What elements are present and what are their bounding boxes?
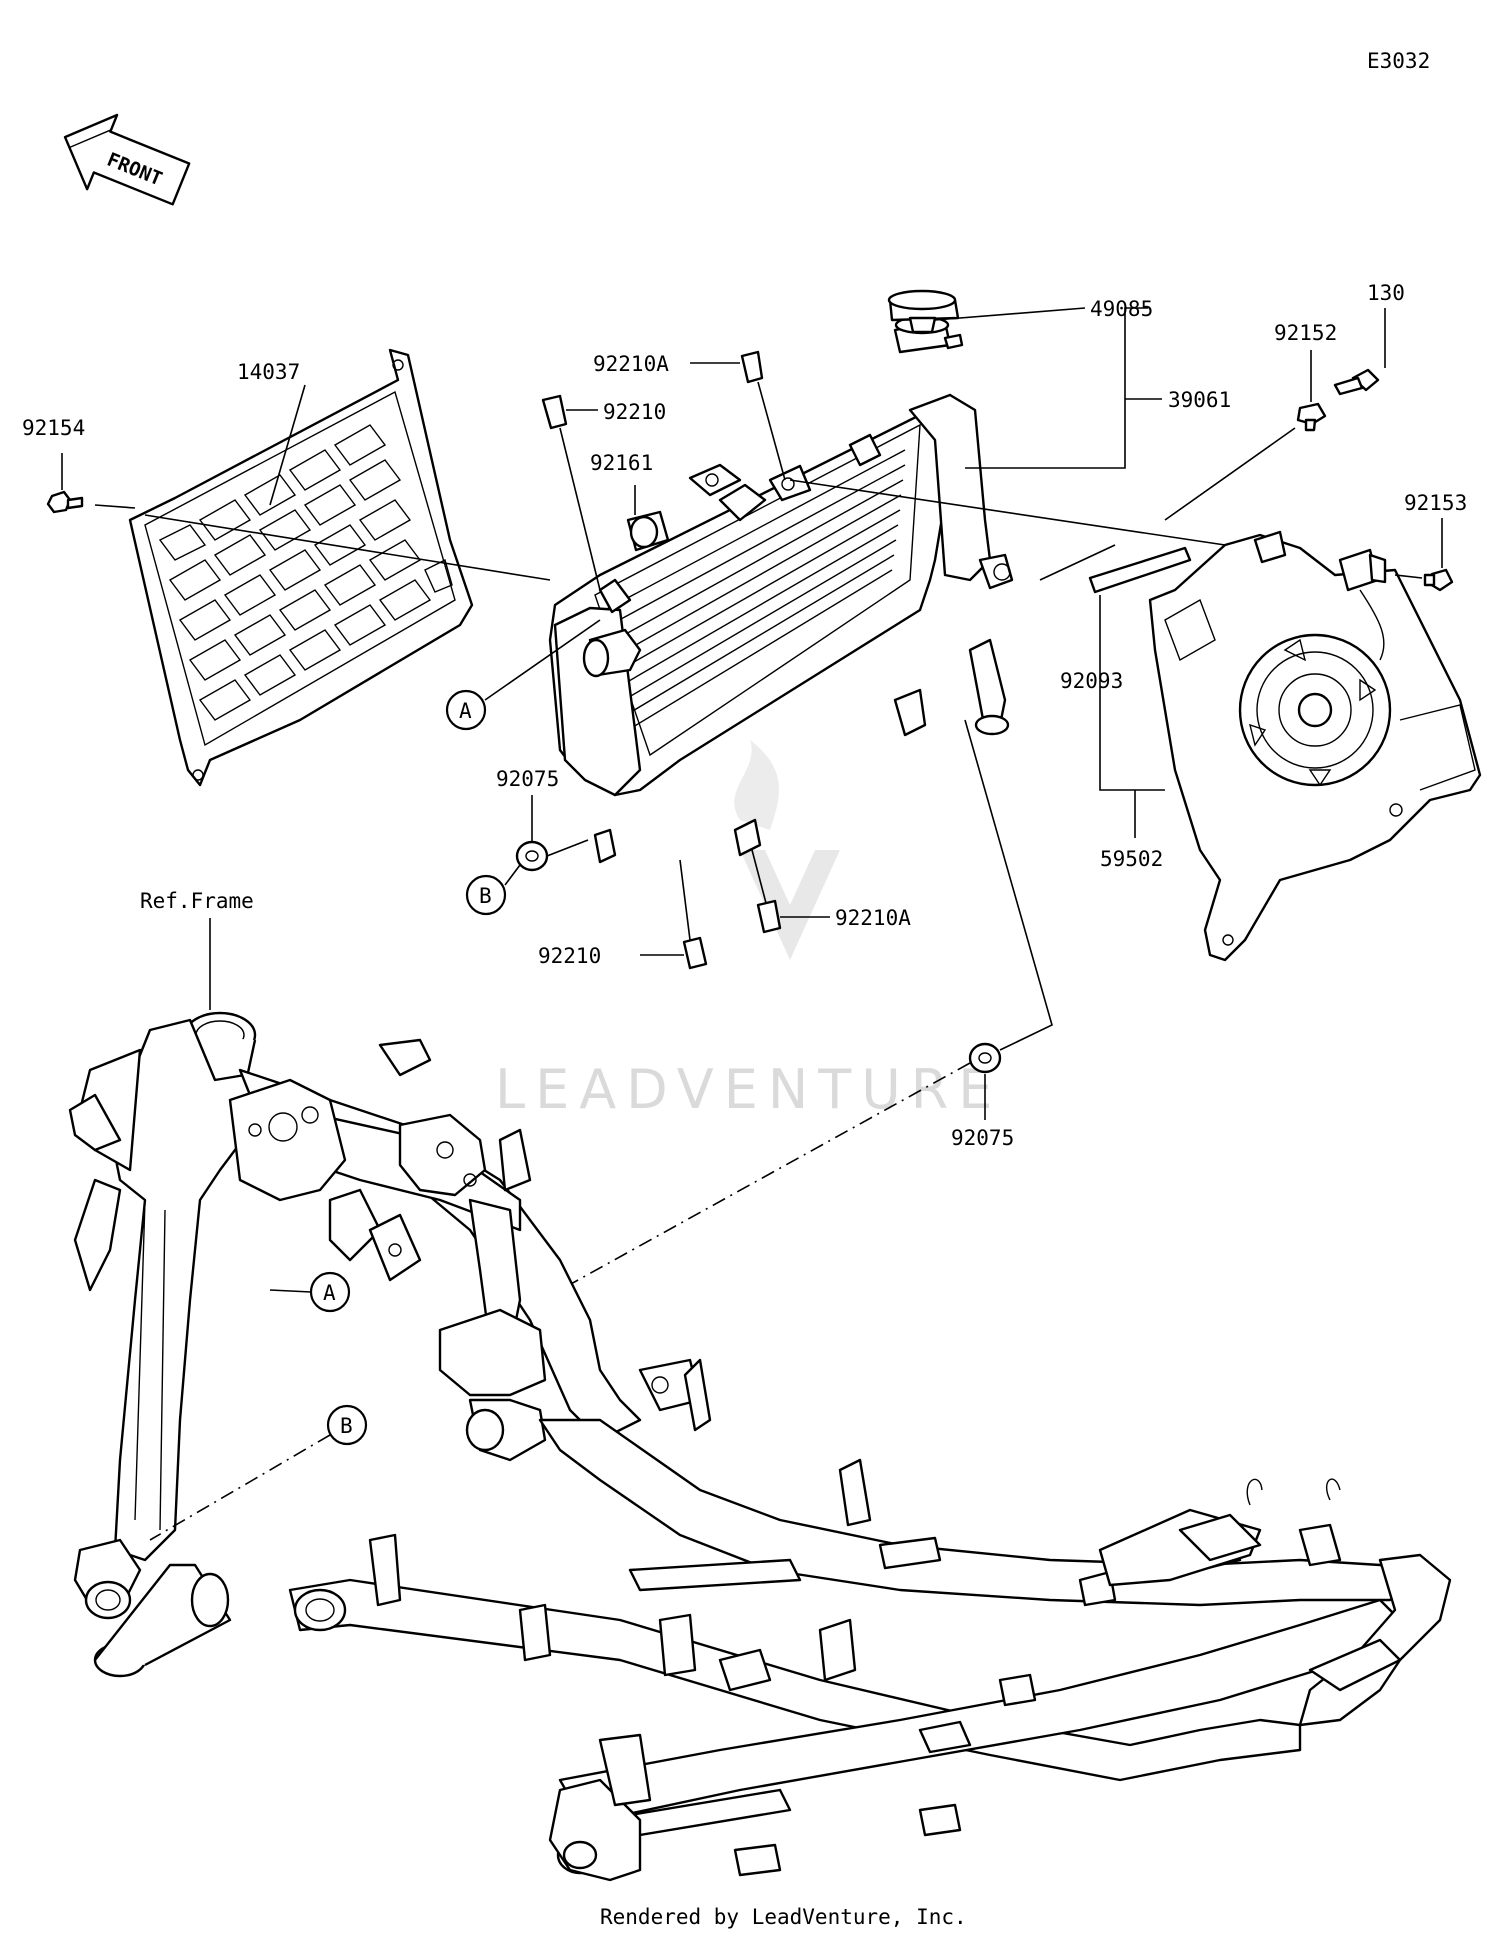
label-92093: 92093 [1060,669,1123,693]
radiator-cap-49085 [887,289,960,334]
label-92210-bottom: 92210 [538,944,601,968]
leadventure-watermark: LEADVENTURE [495,740,1002,1121]
watermark-text: LEADVENTURE [495,1058,1002,1121]
label-92153: 92153 [1404,491,1467,515]
label-92075-left: 92075 [496,767,559,791]
clip-92210A-top [740,350,764,384]
grommet-92075-left [515,840,549,872]
label-92152: 92152 [1274,321,1337,345]
bolt-92154 [46,490,84,514]
bolt-92152 [1296,402,1327,432]
grommet-92075-bottom [968,1042,1002,1074]
callout-b-lower: B [326,1404,368,1446]
callout-b-upper: B [465,874,507,916]
ref-frame-label: Ref.Frame [140,889,254,913]
label-92210A-top: 92210A [593,352,669,376]
front-arrow-icon: FRONT [63,113,191,206]
clip-92210-top [541,394,568,430]
diagram-id: E3032 [1367,49,1430,73]
label-49085: 49085 [1090,297,1153,321]
label-39061: 39061 [1168,388,1231,412]
svg-text:B: B [479,884,492,908]
radiator-39061 [548,315,1014,864]
seal-92093 [1088,546,1192,594]
bolt-92153 [1423,568,1454,592]
svg-text:A: A [459,699,472,723]
label-92210-top: 92210 [603,400,666,424]
label-130: 130 [1367,281,1405,305]
clip-92210-bottom [682,936,708,970]
callout-a-lower: A [309,1271,351,1313]
label-92210A-bottom: 92210A [835,906,911,930]
svg-text:B: B [340,1414,353,1438]
grommet-92161 [626,510,670,552]
label-92154: 92154 [22,416,85,440]
frame-ref [68,1011,1452,1882]
bolt-130 [1333,368,1380,396]
label-92161: 92161 [590,451,653,475]
label-92075-bottom: 92075 [951,1126,1014,1150]
label-14037: 14037 [237,360,300,384]
callout-a-upper: A [445,689,487,731]
footer-credit: Rendered by LeadVenture, Inc. [600,1905,967,1929]
radiator-grille-14037 [128,348,474,787]
label-59502: 59502 [1100,847,1163,871]
svg-text:A: A [323,1281,336,1305]
fan-assembly-59502 [1148,530,1482,962]
clip-92210A-bottom [756,899,782,934]
